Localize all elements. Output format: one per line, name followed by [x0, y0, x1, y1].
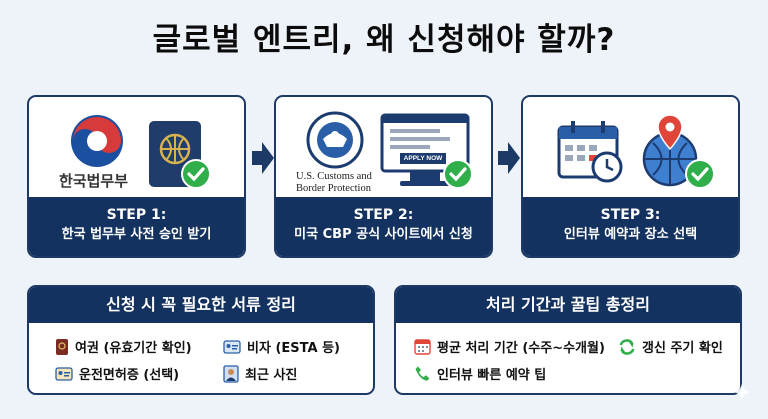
arrow-right-icon	[498, 142, 520, 174]
document-item-photo: 최근 사진	[223, 364, 297, 383]
tip-item-label: 갱신 주기 확인	[642, 341, 723, 356]
check-icon	[181, 159, 211, 189]
tip-item-renewal: 갱신 주기 확인	[618, 337, 723, 356]
document-item-label: 최근 사진	[245, 368, 298, 383]
calendar-icon	[557, 121, 623, 183]
page-title: 글로벌 엔트리, 왜 신청해야 할까?	[152, 22, 616, 58]
tips-header: 처리 기간과 꿀팁 총정리	[396, 287, 740, 323]
phone-icon	[415, 366, 430, 381]
license-card-icon	[55, 366, 73, 381]
tip-item-label: 인터뷰 빠른 예약 팁	[437, 368, 547, 383]
documents-header: 신청 시 꼭 필요한 서류 정리	[29, 287, 373, 323]
step-1-label: STEP 1:	[106, 207, 167, 223]
document-item-visa: 비자 (ESTA 등)	[223, 337, 340, 356]
document-item-license: 운전면허증 (선택)	[55, 364, 179, 383]
step-3-label: STEP 3:	[600, 207, 661, 223]
cbp-text-line-2: Border Protection	[296, 183, 371, 194]
sparkle-icon	[733, 383, 751, 401]
calendar-icon	[414, 339, 431, 355]
cbp-seal-icon	[306, 111, 364, 169]
check-icon	[443, 159, 473, 189]
document-item-label: 운전면허증 (선택)	[79, 368, 180, 383]
tip-item-interview: 인터뷰 빠른 예약 팁	[414, 364, 546, 383]
document-item-passport: 여권 (유효기간 확인)	[55, 337, 192, 356]
cbp-text-line-1: U.S. Customs and	[296, 171, 372, 182]
tip-item-label: 평균 처리 기간 (수주~수개월)	[437, 341, 605, 356]
step-3-desc: 인터뷰 예약과 장소 선택	[563, 227, 698, 242]
passport-icon	[56, 338, 68, 355]
moj-logo-text: 한국법무부	[59, 172, 129, 190]
id-card-icon	[223, 339, 241, 354]
document-item-label: 비자 (ESTA 등)	[247, 341, 340, 356]
step-1-caption: STEP 1: 한국 법무부 사전 승인 받기	[29, 197, 244, 256]
apply-now-button: APPLY NOW	[400, 153, 446, 164]
step-3-card: STEP 3: 인터뷰 예약과 장소 선택	[521, 95, 740, 258]
tip-item-processing-time: 평균 처리 기간 (수주~수개월)	[414, 337, 605, 356]
arrow-right-icon	[252, 142, 274, 174]
photo-portrait-icon	[223, 364, 239, 383]
step-2-label: STEP 2:	[353, 207, 414, 223]
korea-emblem-icon	[71, 115, 123, 167]
step-1-card: 한국법무부 STEP 1: 한국 법무부 사전 승인 받기	[27, 95, 246, 258]
step-3-caption: STEP 3: 인터뷰 예약과 장소 선택	[523, 197, 738, 256]
step-1-desc: 한국 법무부 사전 승인 받기	[61, 227, 212, 242]
step-2-desc: 미국 CBP 공식 사이트에서 신청	[294, 227, 473, 242]
document-item-label: 여권 (유효기간 확인)	[75, 341, 192, 356]
step-2-card: U.S. Customs and Border Protection APPLY…	[274, 95, 493, 258]
documents-panel: 신청 시 꼭 필요한 서류 정리 여권 (유효기간 확인) 비자 (ESTA 등…	[27, 285, 375, 395]
step-2-caption: STEP 2: 미국 CBP 공식 사이트에서 신청	[276, 197, 491, 256]
check-icon	[685, 159, 715, 189]
cbp-logo-text: U.S. Customs and Border Protection	[296, 171, 372, 195]
tips-panel: 처리 기간과 꿀팁 총정리 평균 처리 기간 (수주~수개월) 갱신 주기 확인…	[394, 285, 742, 395]
refresh-icon	[619, 338, 635, 355]
globe-pin-icon	[642, 114, 698, 187]
